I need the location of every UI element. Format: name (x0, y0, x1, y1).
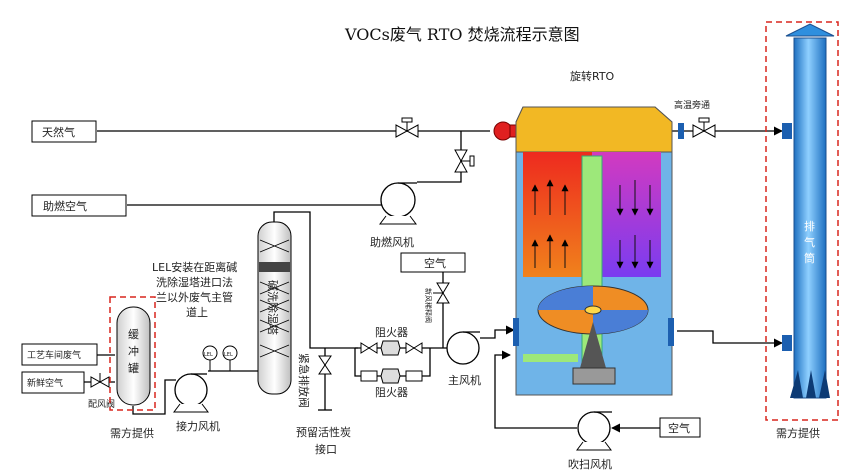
diagram-title: VOCs废气 RTO 焚烧流程示意图 (344, 25, 580, 44)
combustion-air-label-box: 助燃空气 (31, 194, 127, 217)
workshop-gas-label: 工艺车间废气 (27, 349, 81, 361)
hot-bypass-valve[interactable] (692, 117, 716, 138)
stack-char-3: 筒 (804, 251, 815, 265)
lel-1-label: LEL (204, 352, 213, 358)
purge-pipe-1 (494, 350, 577, 429)
rto-unit (513, 106, 684, 396)
scope-right-label: 需方提供 (776, 426, 820, 440)
arrester-valves[interactable] (360, 340, 423, 384)
rto-label: 旋转RTO (570, 69, 615, 83)
stack-char-2: 气 (804, 235, 815, 249)
main-fan (446, 331, 480, 365)
stack-char-1: 排 (804, 219, 815, 233)
buffer-tank-char-3: 罐 (128, 362, 139, 375)
exhaust-stack (782, 23, 835, 399)
workshop-gas-label-box: 工艺车间废气 (21, 343, 98, 366)
booster-fan (173, 373, 209, 413)
fresh-air-label-box: 新鲜空气 (21, 371, 85, 394)
purge-air-box: 空气 (659, 417, 701, 438)
carbon-port-label-1: 预留活性炭 (296, 425, 351, 439)
rto-outlet-pipe (677, 330, 783, 348)
combustion-fan-label: 助燃风机 (370, 235, 414, 249)
booster-fan-label: 接力风机 (176, 419, 220, 433)
emergency-valve-symbol[interactable] (318, 355, 332, 375)
lel-note-line-2: 洗除湿塔进口法 (156, 275, 233, 289)
scope-box-right (765, 21, 839, 421)
dilution-air-label: 空气 (424, 256, 446, 270)
buffer-tank (116, 306, 151, 406)
flame-arrester-1-label: 阻火器 (375, 326, 408, 339)
purge-air-label: 空气 (668, 421, 690, 435)
scrubber-outlet-pipe (273, 211, 358, 349)
scope-left-label: 需方提供 (110, 426, 154, 440)
combustion-air-label: 助燃空气 (43, 199, 87, 213)
lel-note-line-1: LEL安装在距离碱 (152, 260, 237, 274)
scope-box-left (109, 296, 156, 411)
scrubber-tower (257, 221, 292, 395)
scrubber-label: 碱洗除湿塔 (266, 280, 280, 335)
combustion-air-valve[interactable] (454, 149, 475, 173)
natural-gas-label-box: 天然气 (31, 120, 97, 143)
dilution-valve-label: 新风稀释阀 (424, 288, 433, 323)
hot-bypass-label: 高温旁通 (674, 99, 710, 111)
main-fan-label: 主风机 (448, 373, 481, 387)
tank-outlet-pipe (132, 379, 176, 415)
natural-gas-valve[interactable] (395, 117, 419, 138)
lel-2-label: LEL (224, 352, 233, 358)
mix-valve-label: 配风阀 (88, 399, 115, 410)
natural-gas-label: 天然气 (42, 125, 75, 139)
lel-note-line-4: 道上 (186, 305, 208, 319)
buffer-tank-char-1: 缓 (128, 328, 139, 341)
dilution-valve[interactable] (433, 282, 450, 304)
combustion-fan (379, 182, 417, 225)
mix-valve[interactable] (90, 373, 110, 388)
carbon-port-label-2: 接口 (315, 443, 337, 456)
purge-fan-label: 吹扫风机 (568, 457, 612, 471)
main-fan-outlet-pipe (480, 325, 515, 339)
flame-arrester-2-label: 阻火器 (375, 386, 408, 399)
lel-gauges (202, 345, 238, 371)
fresh-air-label: 新鲜空气 (27, 377, 63, 389)
lel-note-line-3: 兰以外废气主管 (156, 290, 233, 304)
purge-fan (576, 411, 612, 451)
emergency-valve-label: 紧急排放阀 (297, 353, 311, 408)
combustion-fan-outlet-pipe (417, 131, 462, 183)
dilution-air-box: 空气 (400, 252, 466, 273)
buffer-tank-char-2: 冲 (128, 344, 139, 358)
